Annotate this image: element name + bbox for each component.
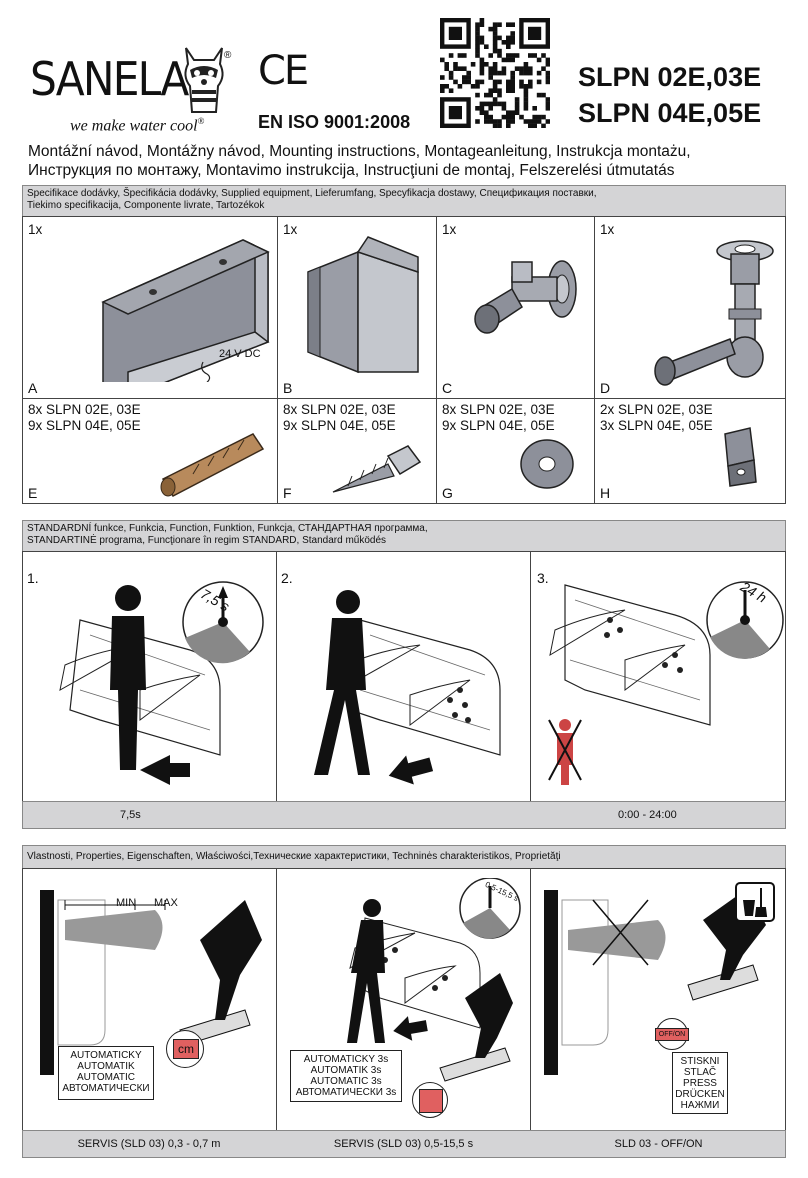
wall-plug-icon <box>160 433 265 497</box>
voltage-label: 24 V DC <box>219 348 261 360</box>
cleaning-mode-icon <box>735 882 775 922</box>
supplied-item-c: 1x C <box>436 216 595 399</box>
automatic-3s-label: AUTOMATICKY 3s AUTOMATIK 3s AUTOMATIC 3s… <box>290 1050 402 1102</box>
standard-caption-bar <box>22 801 786 829</box>
automatic-label: AUTOMATICKY AUTOMATIK AUTOMATIC АВТОМАТИ… <box>58 1046 154 1100</box>
urinal-trough-icon <box>101 239 270 382</box>
caption-left: 7,5s <box>120 809 141 821</box>
properties-section-header: Vlastnosti, Properties, Eigenschaften, W… <box>22 845 786 869</box>
range-min-label: MIN <box>116 897 137 909</box>
divider <box>530 868 531 1131</box>
model-number-line1: SLPN 02E,03E <box>578 62 762 92</box>
properties-caption-bar <box>22 1130 786 1158</box>
caption-right: 0:00 - 24:00 <box>618 809 677 821</box>
supplied-item-a: 1x 24 V DC A <box>22 216 278 399</box>
divider <box>276 551 277 802</box>
off-on-badge: OFF/ON <box>655 1018 689 1050</box>
service-timer-illustration <box>347 878 521 1082</box>
supplied-item-f: 8x SLPN 02E, 03E 9x SLPN 04E, 05E F <box>277 398 437 504</box>
off-on-illustration <box>544 888 766 1075</box>
caption-panel3: SLD 03 - OFF/ON <box>614 1138 703 1150</box>
cover-bracket-icon <box>307 236 419 374</box>
qr-code[interactable] <box>440 18 550 128</box>
supplied-item-d: 1x D <box>594 216 786 399</box>
step-number: 3. <box>537 570 549 586</box>
instructions-title: Montážní návod, Montážny návod, Mounting… <box>28 143 691 179</box>
cm-badge: cm <box>166 1030 204 1068</box>
step2-illustration <box>314 590 501 785</box>
siphon-trap-icon <box>654 240 774 386</box>
mounting-plate-icon <box>724 427 757 487</box>
caption-panel2: SERVIS (SLD 03) 0,5-15,5 s <box>333 1138 474 1150</box>
iso-certificate: EN ISO 9001:2008 <box>258 112 411 132</box>
supplied-item-b: 1x B <box>277 216 437 399</box>
step-number: 2. <box>281 570 293 586</box>
registered-mark: ® <box>224 50 232 61</box>
supplied-item-e: 8x SLPN 02E, 03E 9x SLPN 04E, 05E E <box>22 398 278 504</box>
ce-mark: CE <box>258 48 309 94</box>
angle-valve-icon <box>474 260 577 334</box>
step3-illustration <box>548 581 784 785</box>
timer-badge-icon <box>412 1082 448 1118</box>
standard-section-header: STANDARDNÍ funkce, Funkcia, Function, Fu… <box>22 520 786 552</box>
step-number: 1. <box>27 570 39 586</box>
supplied-item-h: 2x SLPN 02E, 03E 3x SLPN 04E, 05E H <box>594 398 786 504</box>
caption-panel1: SERVIS (SLD 03) 0,3 - 0,7 m <box>77 1138 221 1150</box>
raccoon-mascot-icon <box>184 47 224 113</box>
range-max-label: MAX <box>154 897 178 909</box>
brand-tagline: we make water cool® <box>70 116 205 135</box>
step1-illustration <box>59 581 264 785</box>
screw-icon <box>332 445 422 493</box>
brand-logo: SANELA <box>30 52 189 106</box>
divider <box>530 551 531 802</box>
divider <box>276 868 277 1131</box>
supplied-section-header: Specifikace dodávky, Špecifikácia dodávk… <box>22 185 786 217</box>
washer-icon <box>520 439 574 489</box>
supplied-item-g: 8x SLPN 02E, 03E 9x SLPN 04E, 05E G <box>436 398 595 504</box>
press-label: STISKNI STLAČ PRESS DRÜCKEN НАЖМИ <box>672 1052 728 1114</box>
model-number-line2: SLPN 04E,05E <box>578 98 762 128</box>
